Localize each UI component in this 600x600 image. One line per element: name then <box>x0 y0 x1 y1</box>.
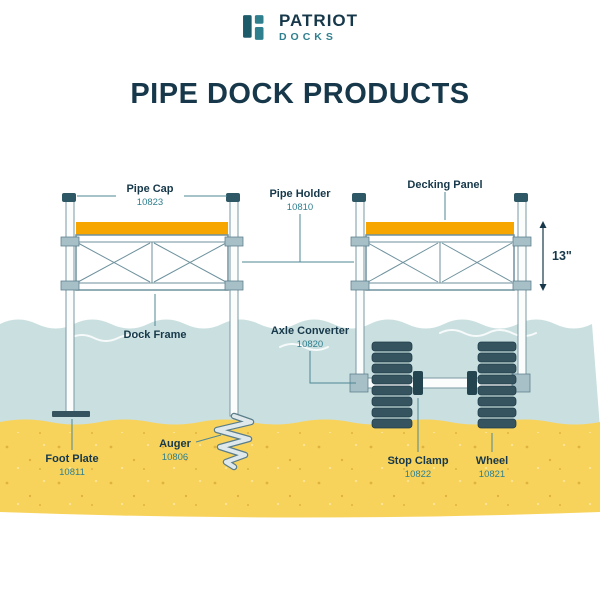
wheel-slat <box>477 374 517 385</box>
wheel-slat <box>371 396 413 407</box>
pipe-holder-bracket <box>224 236 244 247</box>
decking-panel <box>366 222 514 235</box>
foot-plate-label: Foot Plate <box>45 453 98 465</box>
callout-auger: Auger 10806 <box>159 434 222 463</box>
left-dock <box>52 193 255 471</box>
left-dock-deck <box>76 222 228 235</box>
wheel-left <box>371 341 413 429</box>
wheel-slat <box>371 363 413 374</box>
pipe-cap-sku: 10823 <box>137 197 163 208</box>
right-dock <box>349 193 532 429</box>
pipe-holder-bracket <box>350 236 370 247</box>
wheel-label: Wheel <box>476 455 508 467</box>
pipe-holder-bracket <box>512 280 532 291</box>
foot-plate <box>52 411 90 417</box>
wheel-slat <box>371 352 413 363</box>
wheel-slat <box>371 407 413 418</box>
water <box>0 319 600 428</box>
stop-clamp <box>413 371 423 395</box>
page-title: PIPE DOCK PRODUCTS <box>130 78 470 110</box>
logo-block-top-right <box>254 15 264 25</box>
pipe-holder-label: Pipe Holder <box>269 188 331 200</box>
pipe-cap-right-dock-right <box>514 193 528 202</box>
brand-logo: PATRIOT DOCKS <box>242 12 358 43</box>
decking-panel-label: Decking Panel <box>407 179 482 191</box>
wave-accent-left <box>69 334 143 342</box>
auger-sku: 10806 <box>162 452 188 463</box>
sand-speckles <box>0 432 600 508</box>
brand-logo-text: PATRIOT DOCKS <box>279 12 358 43</box>
callout-height-dimension: 13" <box>539 221 572 291</box>
pipe-cap-right <box>226 193 240 202</box>
wheel-slat <box>477 396 517 407</box>
callout-pipe-cap: Pipe Cap 10823 <box>77 183 227 208</box>
pipe-holder-bracket <box>512 236 532 247</box>
pipe-holder-bracket <box>224 280 244 291</box>
wave-accent-center <box>279 343 329 351</box>
callout-pipe-holder: Pipe Holder 10810 <box>242 188 354 263</box>
stop-clamp <box>467 371 477 395</box>
height-dimension-label: 13" <box>552 249 572 263</box>
wheel-slat <box>371 418 413 429</box>
callout-stop-clamp: Stop Clamp 10822 <box>387 398 449 480</box>
left-dock-truss <box>76 241 228 284</box>
wheel-slat <box>477 352 517 363</box>
pipe-cap-right-dock-left <box>352 193 366 202</box>
callout-dock-frame: Dock Frame <box>124 294 187 341</box>
dimension-arrow-down <box>539 284 547 291</box>
auger-label: Auger <box>159 438 192 450</box>
pipe-dock-diagram: Pipe Cap 10823 Pipe Holder 10810 Decking… <box>0 179 600 518</box>
callout-wheel: Wheel 10821 <box>476 433 508 480</box>
wheel-slat <box>371 374 413 385</box>
wheel-sku: 10821 <box>479 469 505 480</box>
brand-logo-icon <box>243 15 264 41</box>
wheel-slat <box>371 385 413 396</box>
dock-frame-label: Dock Frame <box>124 329 187 341</box>
stop-clamp-label: Stop Clamp <box>387 455 448 467</box>
foot-plate-sku: 10811 <box>59 467 85 478</box>
axle-converter-sku: 10820 <box>297 339 323 350</box>
stop-clamp-sku: 10822 <box>405 469 431 480</box>
wheel-slat <box>477 418 517 429</box>
wheel-slat <box>477 341 517 352</box>
pipe-cap-label: Pipe Cap <box>126 183 173 195</box>
callout-foot-plate: Foot Plate 10811 <box>45 419 99 478</box>
left-dock-pipe-left <box>65 197 75 414</box>
auger <box>213 412 255 471</box>
callout-decking-panel: Decking Panel <box>407 179 483 220</box>
axle-converter-label: Axle Converter <box>271 325 350 337</box>
brand-name: PATRIOT <box>278 11 359 30</box>
left-dock-pipe-right <box>229 197 239 417</box>
pipe-cap-left <box>62 193 76 202</box>
right-dock-truss <box>366 241 514 284</box>
wheel-slat <box>371 341 413 352</box>
wheel-slat <box>477 385 517 396</box>
pipe-holder-sku: 10810 <box>287 202 313 213</box>
wheel-slat <box>477 363 517 374</box>
pipe-holder-bracket <box>60 280 80 291</box>
pipe-holder-bracket <box>350 280 370 291</box>
logo-bar-left <box>243 15 252 39</box>
wheel-right <box>477 341 517 429</box>
brand-subtitle: DOCKS <box>278 30 337 43</box>
dimension-arrow-up <box>539 221 547 228</box>
logo-block-bottom-right <box>254 27 264 41</box>
callout-axle-converter: Axle Converter 10820 <box>271 325 356 384</box>
wheel-slat <box>477 407 517 418</box>
pipe-holder-bracket <box>60 236 80 247</box>
